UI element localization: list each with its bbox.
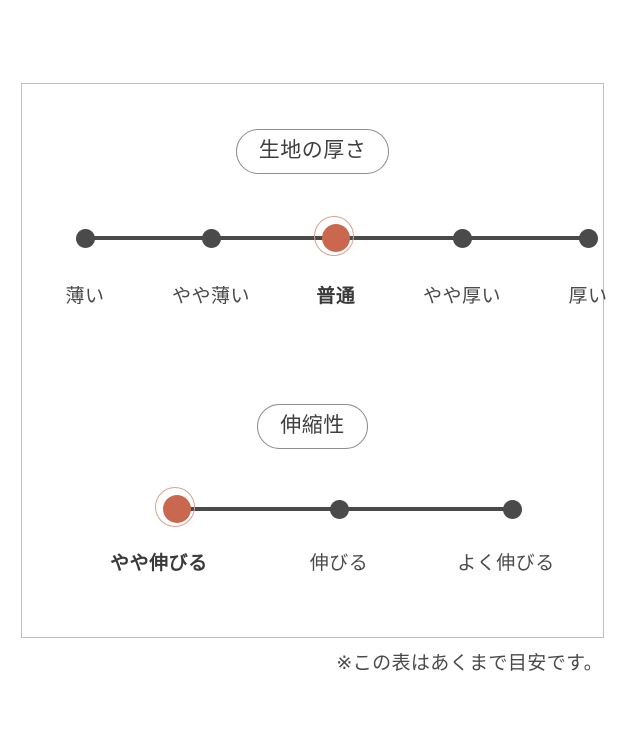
- scale-dot-fabric-thickness-4[interactable]: [578, 228, 598, 248]
- section-badge-fabric-thickness: 生地の厚さ: [235, 129, 390, 174]
- section-badge-stretchiness: 伸縮性: [257, 404, 368, 449]
- scale-dot-stretchiness-2[interactable]: [502, 499, 522, 519]
- scale-dot-fabric-thickness-1[interactable]: [201, 228, 221, 248]
- section-stretchiness-badge-row: 伸縮性: [22, 404, 603, 449]
- scale-dot-fabric-thickness-2-selected[interactable]: [314, 216, 354, 256]
- scale-dot-stretchiness-1[interactable]: [329, 499, 349, 519]
- scale-label-fabric-thickness-3: やや厚い: [422, 286, 502, 307]
- fabric-spec-card: 生地の厚さ 薄い やや薄い 普通 やや厚い 厚い 伸縮性 やや伸びる 伸びる よ…: [21, 83, 608, 638]
- scale-dot-fabric-thickness-0[interactable]: [75, 228, 95, 248]
- disclaimer-footnote: ※この表はあくまで目安です。: [336, 653, 603, 674]
- scale-label-stretchiness-2: よく伸びる: [457, 553, 555, 574]
- scale-label-stretchiness-0: やや伸びる: [110, 553, 208, 574]
- scale-dot-fabric-thickness-3[interactable]: [452, 228, 472, 248]
- scale-label-fabric-thickness-1: やや薄い: [171, 286, 251, 307]
- scale-dot-stretchiness-0-selected[interactable]: [155, 487, 195, 527]
- scale-label-stretchiness-1: 伸びる: [309, 553, 369, 574]
- section-fabric-thickness-badge-row: 生地の厚さ: [22, 129, 603, 174]
- scale-label-fabric-thickness-4: 厚い: [568, 286, 608, 307]
- scale-label-fabric-thickness-0: 薄い: [65, 286, 105, 307]
- scale-label-fabric-thickness-2: 普通: [316, 286, 356, 307]
